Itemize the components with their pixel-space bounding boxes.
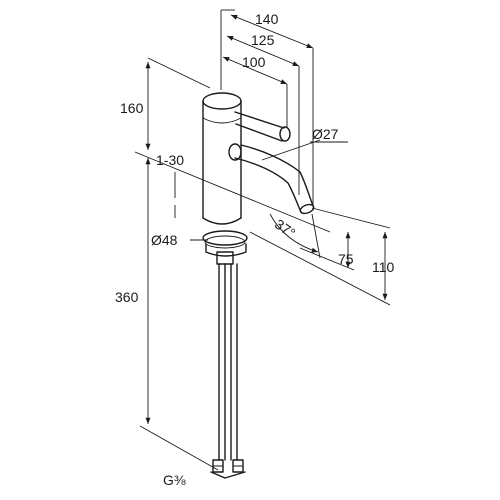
dim-100: 100 bbox=[242, 54, 266, 70]
dim-1-30: 1-30 bbox=[156, 152, 184, 168]
dim-diameter-27: Ø27 bbox=[312, 126, 339, 142]
thread-size-label: G⅜ bbox=[163, 472, 186, 488]
dimension-lines bbox=[134, 9, 391, 471]
dim-110: 110 bbox=[372, 259, 395, 275]
dim-160: 160 bbox=[120, 100, 144, 116]
mounting-hardware bbox=[202, 230, 248, 479]
faucet-body bbox=[202, 92, 242, 225]
dim-125: 125 bbox=[251, 32, 275, 48]
dim-140: 140 bbox=[255, 11, 279, 27]
dim-angle-37: 37° bbox=[272, 216, 299, 241]
lever-handle bbox=[234, 111, 291, 142]
dimension-labels: 140 125 100 160 Ø27 1-30 Ø48 37° 75 110 … bbox=[115, 11, 395, 488]
dim-75: 75 bbox=[338, 251, 354, 267]
dim-360: 360 bbox=[115, 289, 139, 305]
dim-diameter-48: Ø48 bbox=[151, 232, 178, 248]
spout bbox=[228, 143, 315, 215]
